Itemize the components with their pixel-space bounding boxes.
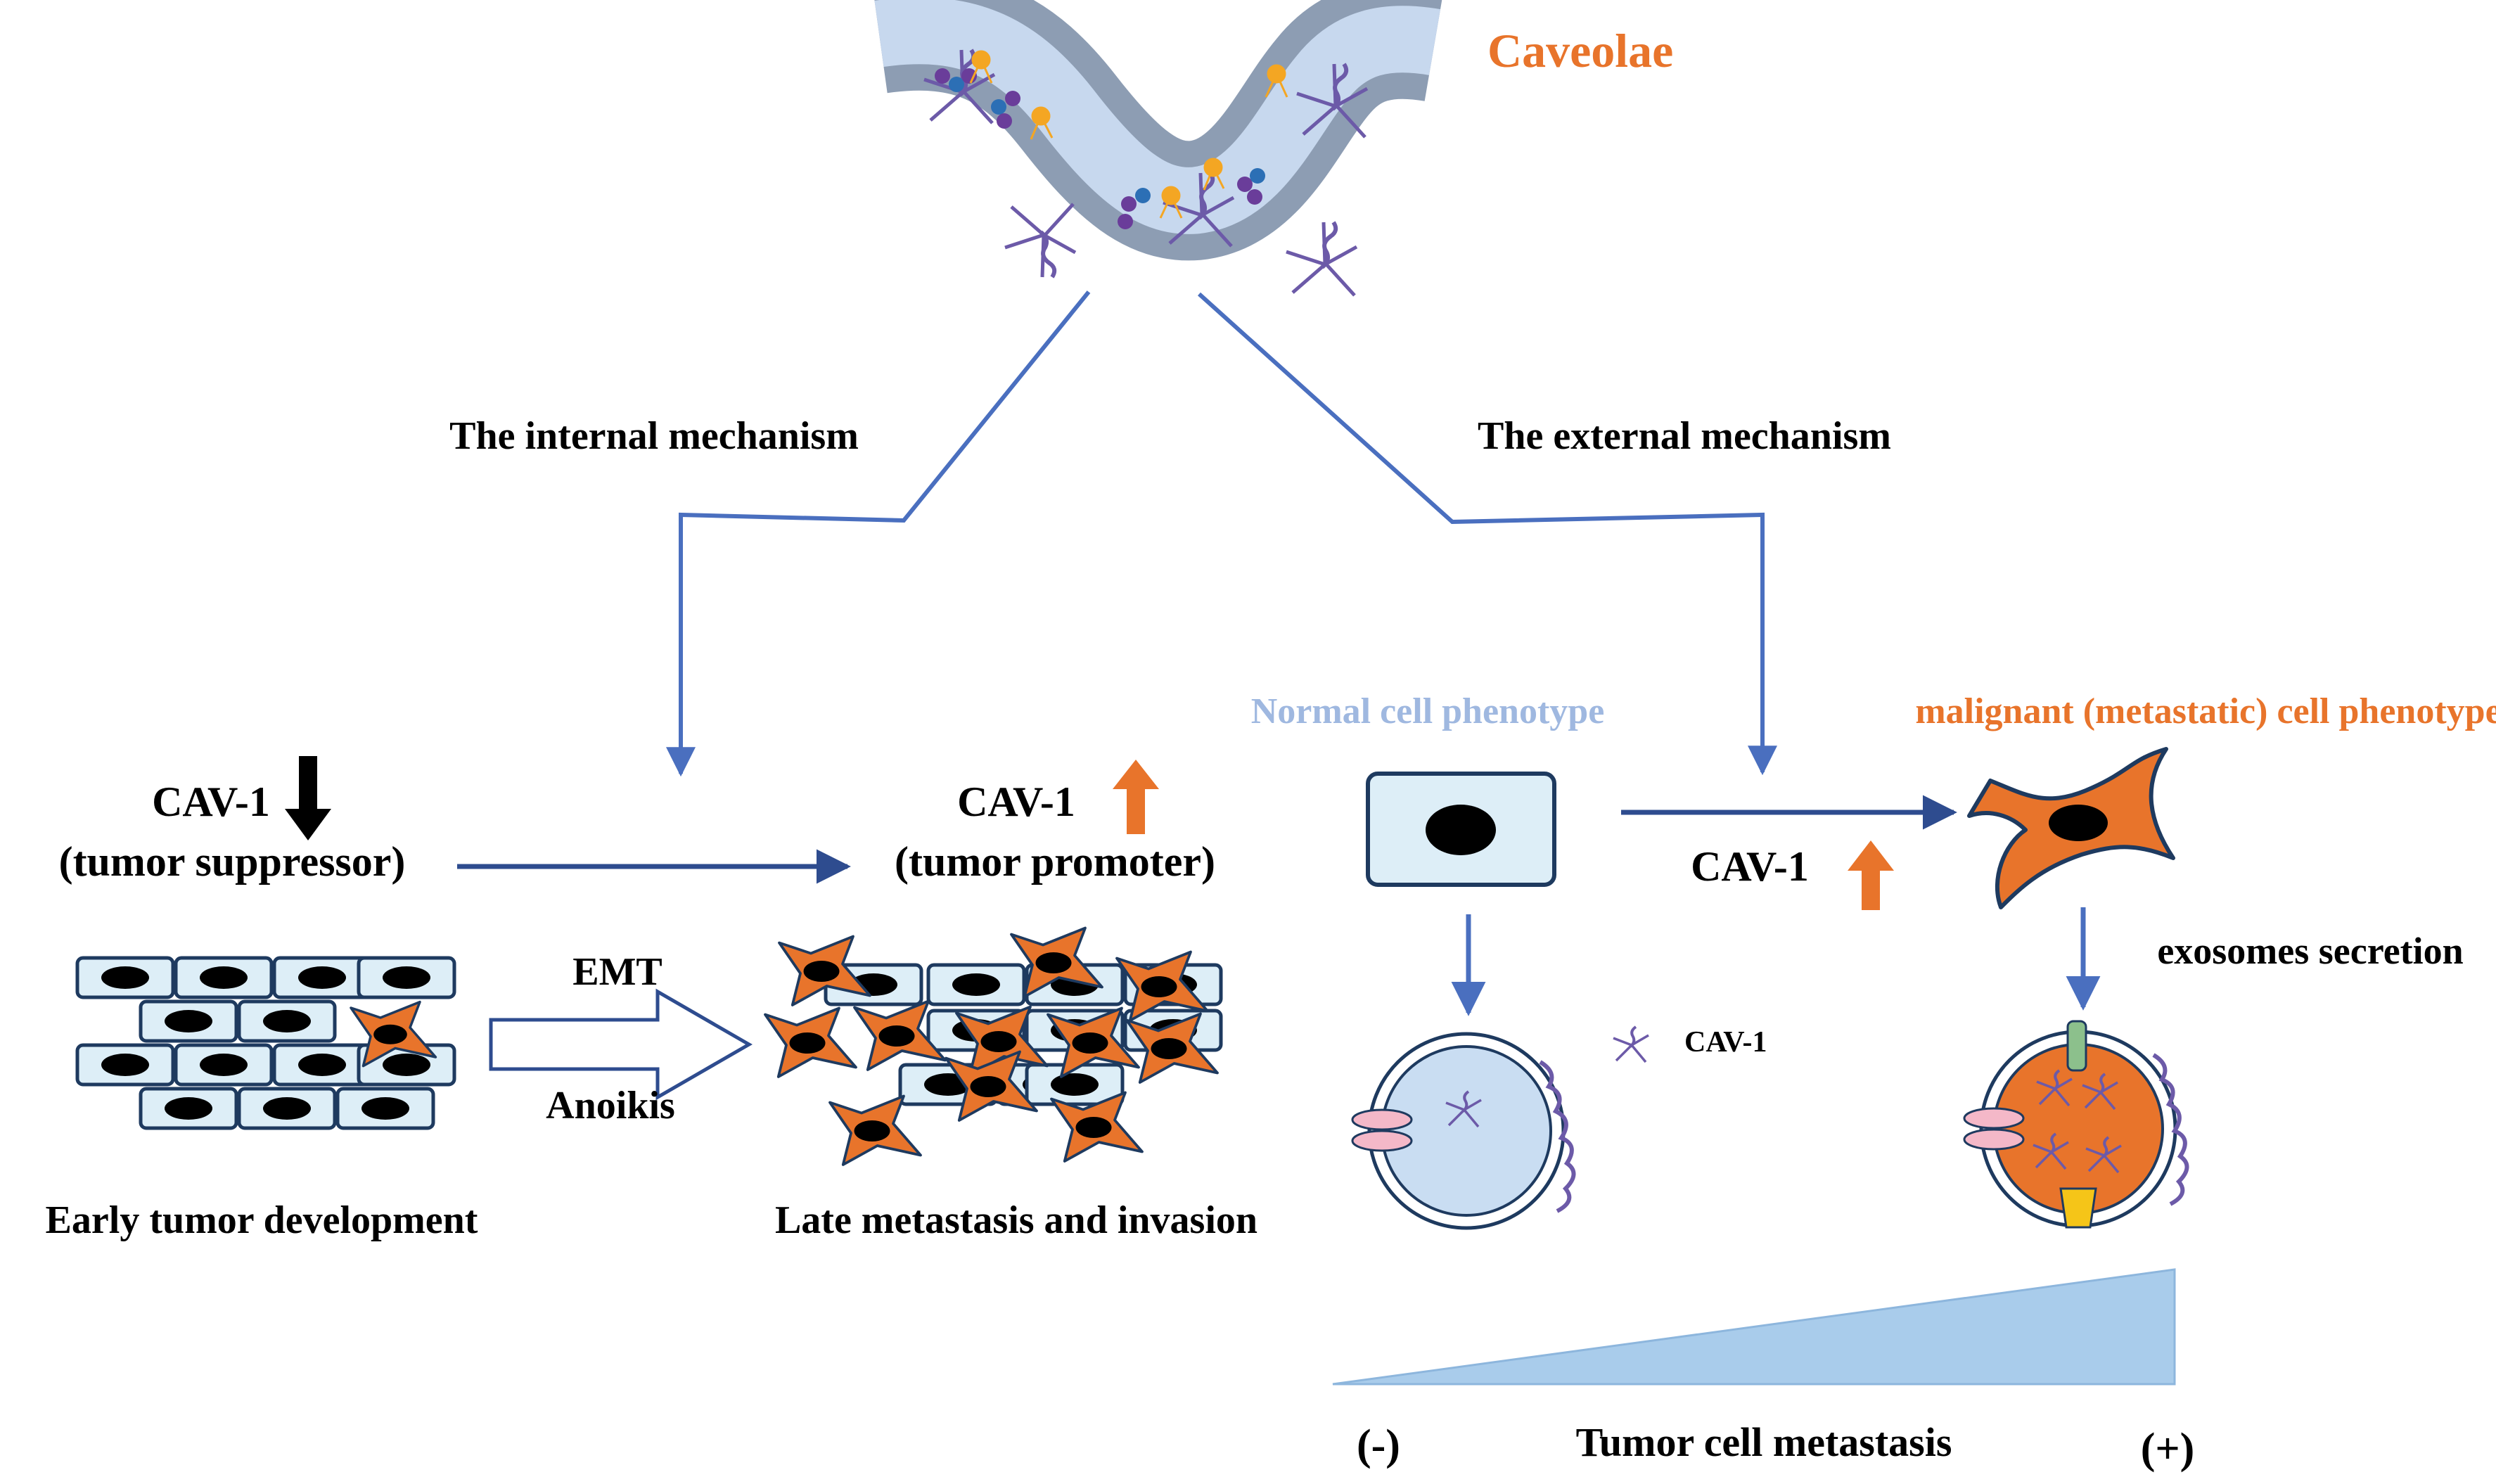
cav1-promoter-name: CAV-1 xyxy=(957,779,1075,825)
membrane-receptor-icon xyxy=(1351,1108,1413,1152)
late-metastasis-tissue xyxy=(764,926,1221,1166)
internal-mechanism-label: The internal mechanism xyxy=(449,414,859,458)
metastasis-minus-label: (-) xyxy=(1357,1421,1400,1469)
caveolin-protein-icon xyxy=(1005,204,1075,277)
emt-label: EMT xyxy=(572,950,663,994)
caveolae-label: Caveolae xyxy=(1487,24,1673,77)
anoikis-label: Anoikis xyxy=(546,1084,675,1127)
cav1-suppressor-name: CAV-1 xyxy=(152,779,270,825)
malignant-cell xyxy=(1967,747,2175,909)
metastasis-plus-label: (+) xyxy=(2141,1425,2195,1473)
emt-hollow-arrow xyxy=(489,988,753,1101)
cav1-suppressor-role: (tumor suppressor) xyxy=(59,838,406,885)
normal-cell xyxy=(1366,772,1556,887)
early-tumor-label: Early tumor development xyxy=(46,1198,478,1242)
cav1-legend-icon xyxy=(1612,1025,1650,1063)
up-arrow-icon xyxy=(1848,840,1894,910)
metastasis-label: Tumor cell metastasis xyxy=(1576,1419,1952,1465)
mechanism-branches xyxy=(666,290,1777,777)
lipid-cluster-icon xyxy=(935,68,1265,229)
external-mechanism-label: The external mechanism xyxy=(1478,414,1891,458)
late-metastasis-label: Late metastasis and invasion xyxy=(775,1198,1257,1242)
cav1-up-label: CAV-1 xyxy=(1691,843,1809,890)
exosomes-label: exosomes secretion xyxy=(2157,930,2463,972)
cholesterol-icon xyxy=(969,50,1288,219)
membrane-channel-icon xyxy=(2066,1020,2087,1072)
malignant-exosome xyxy=(1963,1020,2189,1229)
down-arrow-icon xyxy=(285,756,331,840)
internal-branch-arrow xyxy=(666,290,1091,777)
normal-phenotype-label: Normal cell phenotype xyxy=(1251,691,1605,731)
external-branch-arrow xyxy=(1197,292,1777,776)
early-tumor-tissue xyxy=(77,958,454,1128)
caveolae-membrane-graphic xyxy=(874,0,1442,295)
caveolin-protein-icon xyxy=(1286,222,1357,295)
normal-exosome xyxy=(1351,1032,1576,1230)
membrane-transporter-icon xyxy=(2059,1187,2097,1229)
membrane-receptor-icon xyxy=(1963,1107,2025,1151)
cav1-promoter-role: (tumor promoter) xyxy=(895,838,1215,885)
malignant-phenotype-label: malignant (metastatic) cell phenotype xyxy=(1915,691,2496,731)
cav1-legend-label: CAV-1 xyxy=(1684,1026,1767,1058)
up-arrow-icon xyxy=(1113,760,1159,834)
metastasis-gradient-wedge xyxy=(1332,1268,2176,1386)
